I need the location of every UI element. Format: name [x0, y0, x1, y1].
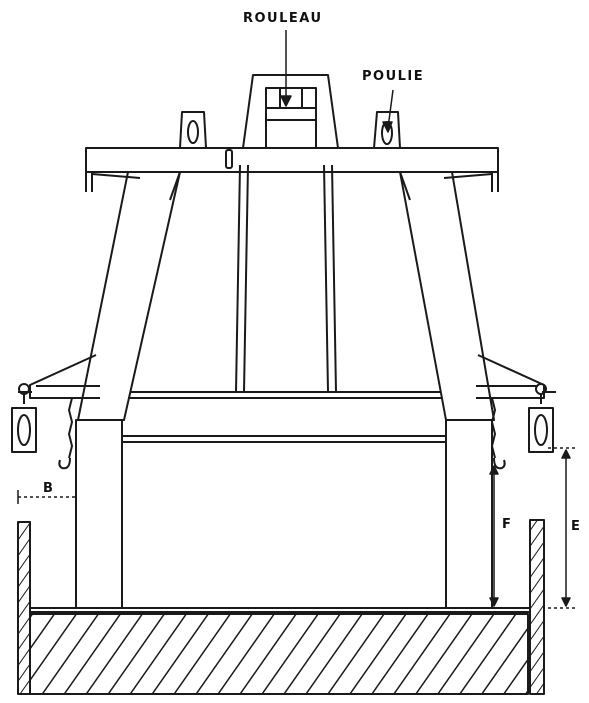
label-rouleau: ROULEAU: [243, 11, 323, 26]
middle-beam: [121, 391, 447, 608]
label-f: F: [502, 517, 511, 532]
left-pulley-bracket: [179, 111, 207, 149]
label-e: E: [571, 519, 580, 534]
label-poulie: POULIE: [362, 69, 424, 84]
top-beam: [85, 147, 499, 192]
left-side-wall: [17, 521, 31, 695]
dimension-b: [17, 490, 77, 504]
right-outrigger: [476, 354, 556, 399]
label-b: B: [43, 481, 53, 496]
dimension-e: [548, 447, 576, 609]
load-block: [29, 607, 530, 695]
dimension-f: [489, 465, 499, 607]
right-chain: [491, 397, 506, 470]
roller-housing: [242, 74, 339, 149]
rouleau-arrow: [280, 30, 292, 107]
central-rails: [235, 164, 337, 399]
right-side-wall: [529, 519, 545, 695]
left-chain: [58, 397, 73, 470]
right-pulley-block: [528, 383, 554, 453]
left-leg: [75, 171, 181, 609]
left-pulley-block: [11, 383, 37, 453]
poulie-arrow: [382, 89, 394, 133]
